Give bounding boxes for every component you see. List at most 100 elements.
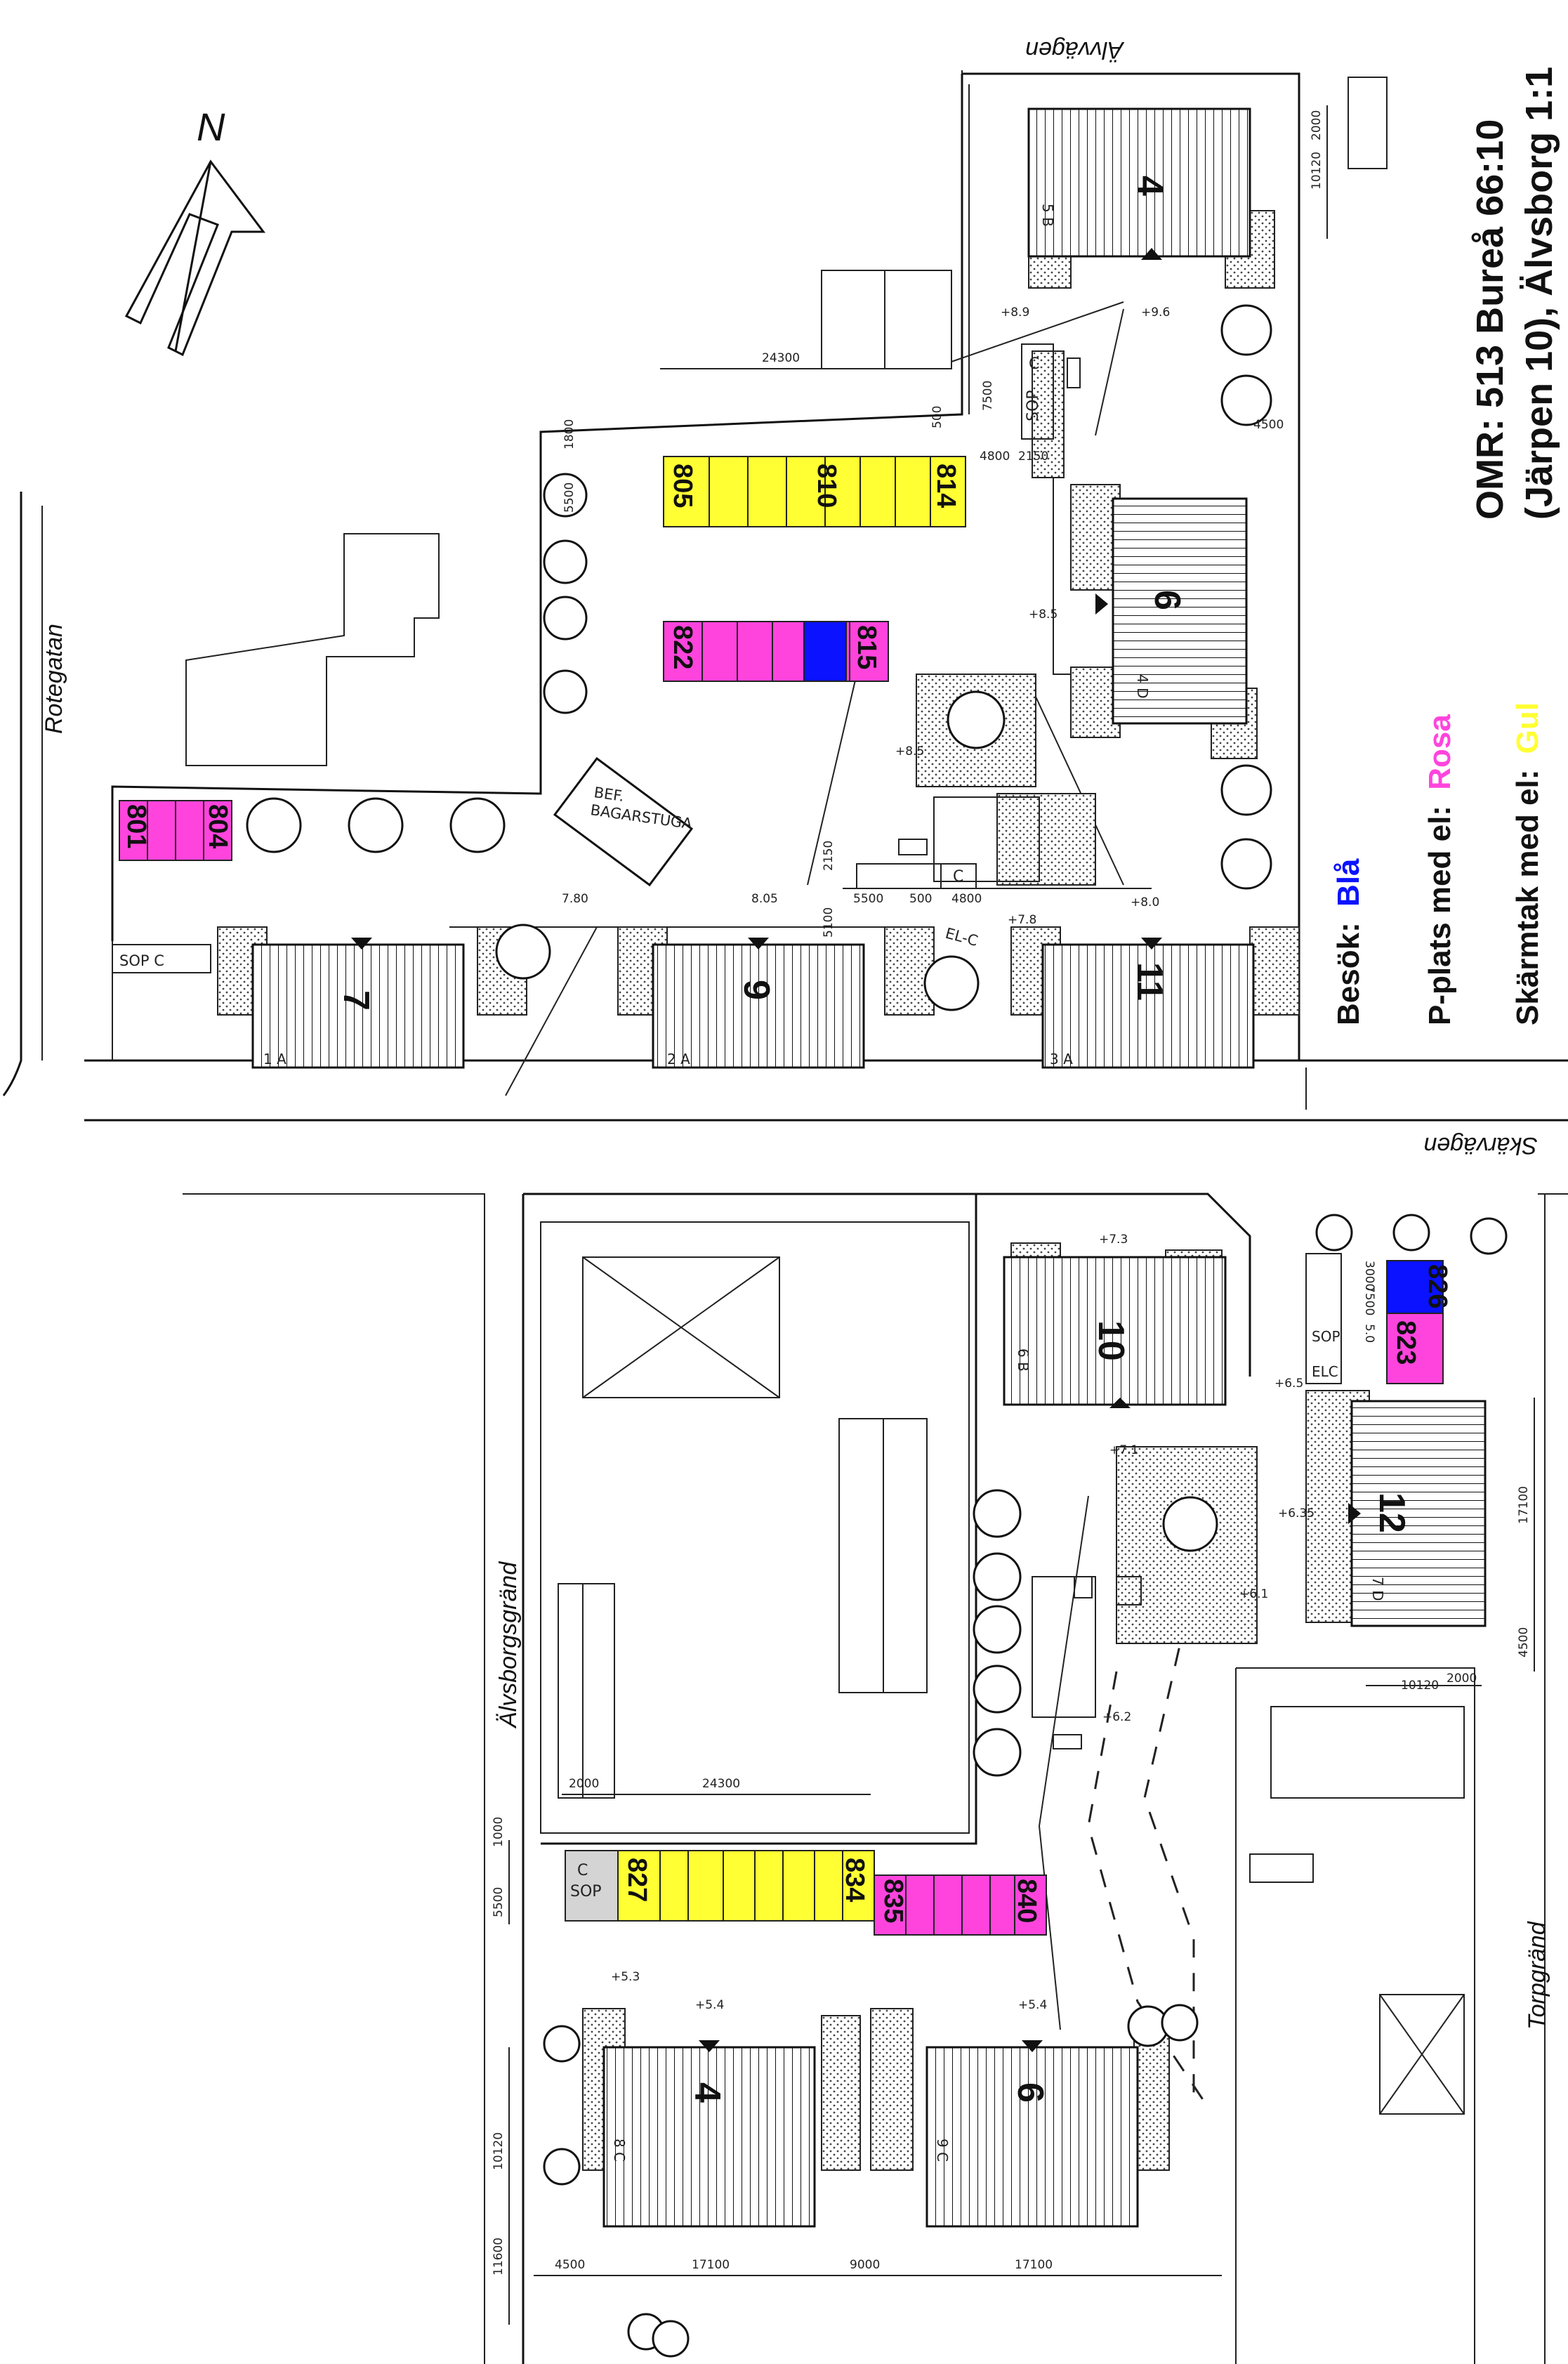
legend-ev-parking: P-plats med el: Rosa (1423, 714, 1457, 1025)
dimension: 500 (930, 406, 944, 428)
house-labels: 7 1 A 9 2 A 11 3 A 4 5 B 6 4 D 10 6 B 12… (263, 176, 1412, 2162)
dimension: 5.0 (1362, 1324, 1376, 1343)
elevation: +5.4 (1018, 1998, 1047, 2012)
house-number: 4 (687, 2082, 727, 2103)
elevation: +6.35 (1278, 1506, 1315, 1521)
facility-c: C (577, 1862, 588, 1879)
house-entrances (351, 248, 1361, 2052)
north-label: N (197, 105, 225, 149)
dimension: 2000 (1447, 1672, 1477, 1686)
dimension: 2000 (1310, 110, 1324, 140)
facility-c: C (1029, 355, 1039, 373)
house-9c (925, 2046, 1139, 2228)
elevation-labels: +8.9 +9.6 +8.5 +8.5 +8.0 +7.8 +7.3 +7.1 … (562, 306, 1315, 2012)
house-5b (1027, 107, 1251, 258)
house-letter: 8 C (611, 2139, 628, 2162)
parking-number: 814 (931, 464, 961, 508)
facility-sop-c: SOP C (119, 952, 164, 969)
parking-number: 810 (812, 464, 841, 508)
facility-sop: SOP (1025, 390, 1042, 421)
parking-row-835-840: 835 840 (874, 1874, 1047, 1936)
dimension: 4800 (951, 892, 982, 906)
dimension: 9000 (850, 2258, 880, 2272)
parking-number: 834 (840, 1858, 869, 1902)
parking-number: 804 (203, 804, 232, 848)
dimension: 5500 (492, 1887, 506, 1917)
house-number: 10 (1091, 1320, 1131, 1361)
parking-number: 815 (852, 625, 881, 669)
parking-number: 823 (1391, 1320, 1421, 1365)
houses (251, 107, 1487, 2228)
title-line-1: OMR: 513 Bureå 66:10 (1469, 119, 1511, 520)
road-label-torpgrand: Torpgränd (1524, 1921, 1550, 2030)
facility-sop: SOP (570, 1883, 602, 1900)
house-3a (1041, 943, 1255, 1069)
legend: Besök: Blå P-plats med el: Rosa Skärmtak… (1331, 702, 1545, 1025)
house-number: 9 (736, 980, 777, 1000)
house-letter: 6 B (1015, 1348, 1032, 1372)
parking-number: 840 (1012, 1879, 1041, 1923)
dimension: 17100 (692, 2258, 730, 2272)
legend-carport-color: Gul (1510, 702, 1545, 754)
north-arrow-icon: N (124, 105, 265, 357)
dimension: 500 (909, 892, 932, 906)
road-label-alvsborgsgrand: Älvsborgsgränd (495, 1561, 522, 1729)
house-letter: 9 C (934, 2139, 951, 2162)
elevation: +8.5 (1029, 608, 1058, 622)
parking-826-823: 826 823 (1386, 1260, 1452, 1384)
house-number: 7 (336, 990, 376, 1011)
existing-bakery: BEF. BAGARSTUGA (553, 756, 694, 887)
elevation: +6.2 (1102, 1710, 1131, 1724)
title-line-2: (Järpen 10), Älvsborg 1:1 (1518, 67, 1560, 520)
house-letter: 7 D (1369, 1577, 1386, 1601)
trees (246, 304, 1508, 2358)
parking-row-801-804: 801 804 (119, 800, 232, 861)
dimension: 4500 (1253, 418, 1284, 432)
house-number: 6 (1010, 2082, 1050, 2103)
facility-elc: ELC (1312, 1363, 1338, 1380)
facility-c: C (953, 868, 963, 886)
dimension: 5500 (853, 892, 883, 906)
dimension: 11600 (492, 2238, 506, 2276)
dimension: 5500 (562, 482, 577, 513)
road-label-skarvagen: Skärvägen (1423, 1132, 1538, 1159)
house-letter: 3 A (1050, 1051, 1073, 1068)
dimension: 2000 (569, 1777, 599, 1791)
elevation: +8.5 (895, 744, 924, 759)
elevation: +5.4 (695, 1998, 724, 2012)
house-number: 11 (1129, 962, 1170, 1001)
parking-row-805-814: 805 810 814 (663, 456, 966, 527)
parking-row-827-834: C SOP 827 834 (565, 1850, 875, 1922)
house-number: 4 (1129, 176, 1170, 196)
legend-ev-parking-label: P-plats med el: (1423, 806, 1457, 1025)
legend-ev-parking-color: Rosa (1423, 714, 1457, 790)
legend-visit: Besök: Blå (1331, 858, 1366, 1025)
facility-el-c: EL-C (944, 925, 980, 950)
dimension: 10120 (1310, 152, 1324, 190)
dimension: 5100 (822, 907, 836, 938)
dimension: 7500 (1362, 1285, 1376, 1315)
elevation: +8.0 (1131, 895, 1159, 910)
elevation: 7.80 (562, 892, 588, 906)
parking-number: 801 (121, 804, 151, 848)
dimension: 4500 (1517, 1627, 1531, 1657)
legend-visit-color: Blå (1331, 858, 1366, 907)
elevation: +7.3 (1099, 1233, 1128, 1247)
house-2a (652, 943, 865, 1069)
house-letter: 5 B (1039, 204, 1056, 227)
legend-visit-label: Besök: (1331, 922, 1366, 1025)
parking-number: 805 (668, 464, 697, 508)
legend-carport-label: Skärmtak med el: (1510, 770, 1545, 1025)
dimension: 2150 (822, 841, 836, 871)
legend-carport: Skärmtak med el: Gul (1510, 702, 1545, 1025)
dimension: 1800 (562, 419, 577, 449)
elevation: 8.05 (751, 892, 778, 906)
bakery-label-2: BAGARSTUGA (589, 801, 693, 832)
road-label-rotegatan: Rotegatan (41, 624, 67, 734)
elevation: +5.3 (611, 1970, 640, 1984)
parking-row-822-815: 822 815 (663, 621, 889, 682)
dimension: 17100 (1015, 2258, 1053, 2272)
dimension-labels: 10120 2000 24300 7500 500 4800 2150 5500… (492, 110, 1531, 2276)
house-4d (1112, 497, 1248, 725)
title-block: OMR: 513 Bureå 66:10 (Järpen 10), Älvsbo… (1469, 67, 1560, 520)
